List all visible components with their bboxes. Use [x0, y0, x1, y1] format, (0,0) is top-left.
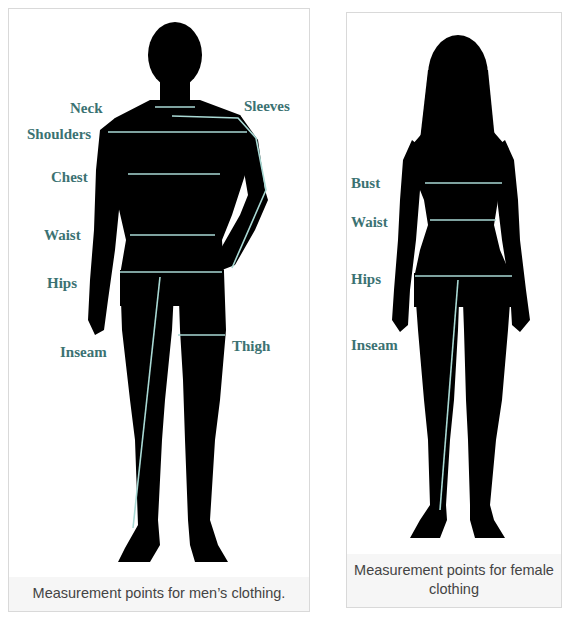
female-silhouette: [392, 35, 530, 538]
chest-line: [128, 173, 220, 175]
arm: [220, 115, 268, 270]
figure-panel: Measurement points for female clothing: [346, 12, 562, 608]
panel-caption: Measurement points for men’s clothing.: [9, 577, 309, 611]
head: [148, 22, 202, 88]
measurement-label: Shoulders: [27, 125, 91, 143]
leg: [462, 275, 512, 538]
male-silhouette: [88, 22, 268, 562]
inseam-line: [440, 280, 458, 510]
measurement-label: Neck: [70, 99, 103, 117]
sleeve-line: [172, 116, 266, 268]
leg: [178, 272, 228, 562]
hips-line: [120, 271, 222, 273]
measurement-label: Hips: [351, 270, 381, 288]
waist-line: [430, 219, 496, 221]
thigh-line: [178, 334, 225, 336]
female-measure-lines: [415, 183, 512, 510]
measurement-label: Waist: [351, 213, 388, 231]
bust-line: [425, 182, 502, 184]
head: [428, 35, 488, 115]
measurement-label: Chest: [51, 168, 88, 186]
hips-line: [415, 275, 512, 277]
shoulder-line: [108, 131, 247, 133]
measurement-label: Thigh: [232, 337, 270, 355]
leg: [118, 272, 175, 562]
measurement-label: Inseam: [60, 343, 107, 361]
measurement-label: Sleeves: [244, 97, 290, 115]
neck-line: [155, 106, 195, 108]
inseam-line: [133, 277, 160, 528]
panel-caption: Measurement points for female clothing: [347, 554, 561, 607]
measurement-label: Waist: [44, 226, 81, 244]
measurement-label: Bust: [351, 174, 380, 192]
male-measure-lines: [108, 107, 266, 528]
measurement-label: Hips: [47, 274, 77, 292]
leg: [410, 275, 460, 538]
arm: [88, 118, 122, 335]
waist-line: [130, 234, 215, 236]
measurement-label: Inseam: [351, 336, 398, 354]
